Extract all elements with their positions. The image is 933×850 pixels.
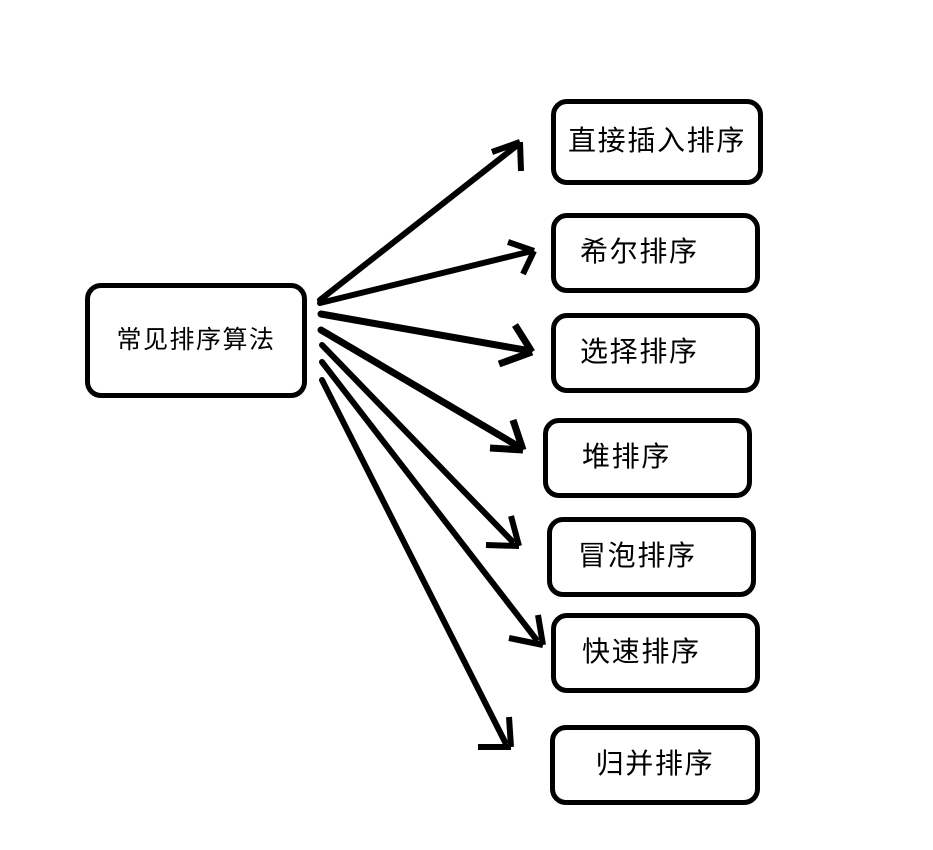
node-bubble-sort[interactable]: 冒泡排序 [547, 517, 756, 597]
node-selection-sort[interactable]: 选择排序 [551, 313, 760, 393]
node-direct-insertion-sort[interactable]: 直接插入排序 [551, 99, 763, 185]
node-label-3: 选择排序 [580, 337, 699, 368]
edge-root-to-leaf-4 [317, 326, 527, 454]
node-merge-sort[interactable]: 归并排序 [550, 725, 760, 805]
node-root-label: 常见排序算法 [116, 327, 276, 354]
edge-root-to-leaf-5 [319, 342, 522, 549]
edge-root-to-leaf-2 [317, 239, 537, 306]
edge-root-to-leaf-1 [317, 139, 524, 303]
node-root-common-sorting-algorithms[interactable]: 常见排序算法 [85, 283, 307, 398]
node-label-7: 归并排序 [595, 749, 715, 780]
edge-root-to-leaf-3 [317, 310, 535, 368]
edge-root-to-leaf-6 [319, 359, 546, 648]
node-heap-sort[interactable]: 堆排序 [543, 418, 752, 498]
node-shell-sort[interactable]: 希尔排序 [551, 213, 760, 293]
edge-root-to-leaf-7 [319, 377, 514, 750]
node-label-6: 快速排序 [582, 637, 701, 668]
node-label-1: 直接插入排序 [567, 126, 747, 157]
node-label-2: 希尔排序 [580, 237, 699, 268]
node-label-5: 冒泡排序 [578, 541, 697, 572]
node-quick-sort[interactable]: 快速排序 [551, 613, 760, 693]
node-label-4: 堆排序 [582, 442, 672, 473]
